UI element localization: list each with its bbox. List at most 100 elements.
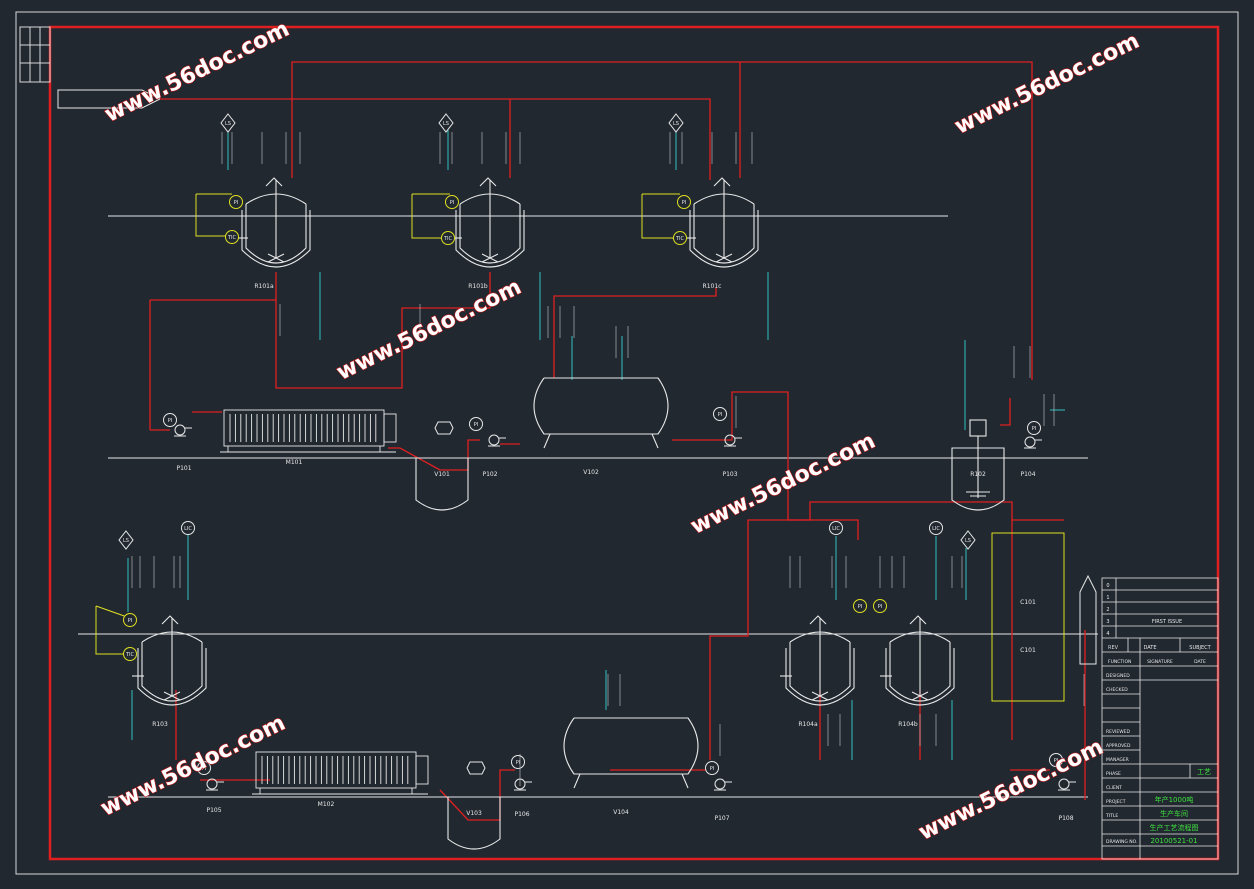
- title-rev-number: 2: [1106, 607, 1109, 613]
- title-checked: CHECKED: [1106, 687, 1128, 693]
- instrument-label: PI: [516, 760, 521, 766]
- title-function: FUNCTION: [1108, 659, 1131, 665]
- instrument-pi: PI: [469, 417, 483, 431]
- level-switch-label: LS: [673, 121, 679, 127]
- instrument-label: TIC: [675, 236, 685, 242]
- outer-frame: [15, 11, 1239, 875]
- watermark: www.56doc.com: [915, 735, 1107, 846]
- instrument-label: LIC: [184, 526, 192, 532]
- instrument-label: PI: [878, 604, 883, 610]
- instrument-label: PI: [474, 422, 479, 428]
- pump-p106: [514, 778, 532, 791]
- title-subtitle: 生产车间: [1160, 809, 1188, 818]
- title-rev-number: 4: [1106, 631, 1109, 637]
- pump-tag-p101: P101: [176, 465, 191, 472]
- instrument-pi: PI: [123, 613, 137, 627]
- watermark: www.56doc.com: [951, 29, 1143, 140]
- reactor-r101a: [236, 177, 311, 268]
- level-switch-label: LS: [225, 121, 231, 127]
- instrument-label: PI: [718, 412, 723, 418]
- instrument-label: LIC: [932, 526, 940, 532]
- title-first-issue: FIRST ISSUE: [1152, 619, 1182, 625]
- title-reviewed: REVIEWED: [1106, 729, 1131, 735]
- instrument-pi: PI: [873, 599, 887, 613]
- instrument-label: LIC: [832, 526, 840, 532]
- instrument-tic: TIC: [225, 230, 239, 244]
- lic-icon: [434, 421, 454, 435]
- instrument-pi: PI: [229, 195, 243, 209]
- receiver-tag-v101: V101: [434, 471, 450, 478]
- level-switch-ls: LS: [438, 113, 454, 133]
- tank-v104: [563, 717, 699, 789]
- instrument-pi: PI: [197, 761, 211, 775]
- reactor-tag-r104b: R104b: [898, 721, 918, 728]
- instrument-label: PI: [1032, 426, 1037, 432]
- title-drawing-no: DRAWING NO.: [1106, 839, 1137, 845]
- instrument-lic: LIC: [829, 521, 843, 535]
- title-signature: SIGNATURE: [1147, 659, 1173, 665]
- reactor-tag-r101c: R101c: [703, 283, 722, 290]
- reactor-tag-r104a: R104a: [798, 721, 818, 728]
- pump-tag-p102: P102: [482, 471, 497, 478]
- instrument-pi: PI: [1027, 421, 1041, 435]
- binding-strip: [19, 26, 51, 83]
- instrument-label: TIC: [227, 235, 237, 241]
- pump-tag-p106: P106: [514, 811, 529, 818]
- title-date-header: DATE: [1143, 645, 1156, 651]
- instrument-pi: PI: [163, 413, 177, 427]
- instrument-pi: PI: [853, 599, 867, 613]
- title-title: TITLE: [1105, 813, 1118, 819]
- utility-lines: [127, 130, 1065, 760]
- title-block: [1101, 577, 1219, 860]
- outlet-arrow: [1079, 574, 1097, 665]
- tank-v102: [533, 377, 669, 449]
- title-process: 工艺: [1197, 768, 1211, 776]
- title-approved: APPROVED: [1106, 743, 1131, 749]
- level-switch-label: LS: [123, 538, 129, 544]
- title-manager: MANAGER: [1106, 757, 1129, 763]
- watermark: www.56doc.com: [97, 711, 289, 822]
- pump-p105: [206, 778, 224, 791]
- signal-lines: [95, 193, 1065, 702]
- tank-tag-v102: V102: [583, 469, 599, 476]
- title-phase: PHASE: [1106, 771, 1121, 777]
- pump-p101: [174, 424, 192, 437]
- reactor-tag-r102: R102: [970, 471, 986, 478]
- reactor-tag-r101a: R101a: [254, 283, 274, 290]
- instrument-lic: LIC: [181, 521, 195, 535]
- pump-p104: [1024, 436, 1042, 449]
- title-designed: DESIGNED: [1106, 673, 1130, 679]
- filter-press-m102: [252, 751, 429, 795]
- title-date: DATE: [1194, 659, 1206, 665]
- dryer-tag-c101: C101: [1020, 599, 1036, 606]
- reactor-tag-r101b: R101b: [468, 283, 488, 290]
- dryer-tag-c101-b: C101: [1020, 647, 1036, 654]
- pump-tag-p104: P104: [1020, 471, 1035, 478]
- instrument-label: TIC: [443, 236, 453, 242]
- pump-tag-p108: P108: [1058, 815, 1073, 822]
- instrument-tic: TIC: [123, 647, 137, 661]
- reactor-tag-r103: R103: [152, 721, 168, 728]
- instrument-label: TIC: [125, 652, 135, 658]
- pump-tag-p103: P103: [722, 471, 737, 478]
- instrument-pi: PI: [1049, 753, 1063, 767]
- level-switch-ls: LS: [118, 530, 134, 550]
- title-project: PROJECT: [1106, 799, 1126, 805]
- pump-p108: [1058, 778, 1076, 791]
- title-project-name: 年产1000吨: [1155, 795, 1194, 804]
- level-switch-label: LS: [443, 121, 449, 127]
- reactor-r104a: [780, 615, 855, 706]
- instrument-lic: LIC: [929, 521, 943, 535]
- instrument-label: PI: [1054, 758, 1059, 764]
- instrument-tic: TIC: [441, 231, 455, 245]
- reactor-r103: [132, 615, 207, 706]
- reactor-r101c: [684, 177, 759, 268]
- pipe-number-marks: [131, 132, 1085, 786]
- instrument-label: PI: [710, 766, 715, 772]
- instrument-label: PI: [682, 200, 687, 206]
- instrument-pi: PI: [713, 407, 727, 421]
